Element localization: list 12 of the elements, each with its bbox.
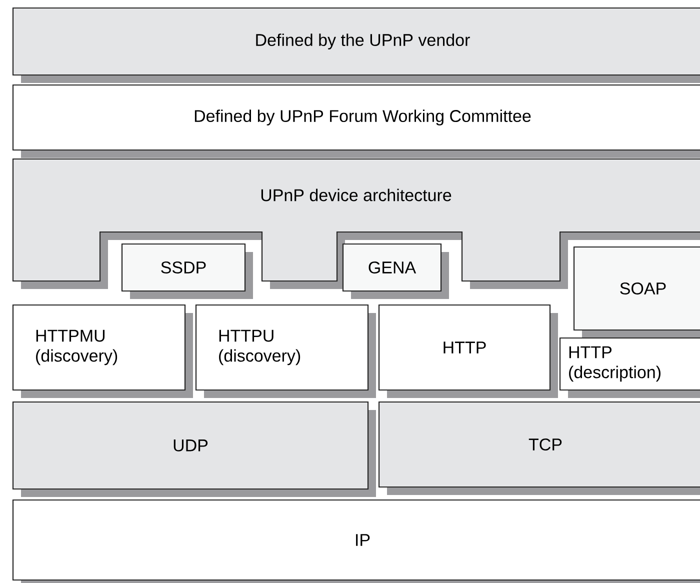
layer-box: HTTP bbox=[378, 304, 558, 398]
layer-box: IP bbox=[12, 499, 700, 583]
layer-box: Defined by the UPnP vendor bbox=[12, 7, 700, 83]
layer-box: GENA bbox=[342, 243, 449, 299]
layer-box: HTTP (description) bbox=[559, 337, 700, 398]
layer-box: SSDP bbox=[121, 243, 253, 299]
layer-box: HTTPU (discovery) bbox=[195, 304, 376, 398]
layer-box: Defined by UPnP Forum Working Committee bbox=[12, 84, 700, 158]
layer-box: SOAP bbox=[573, 246, 700, 338]
layer-box: TCP bbox=[378, 401, 700, 495]
layer-box: HTTPMU (discovery) bbox=[12, 304, 193, 398]
layer-box: UDP bbox=[12, 401, 376, 497]
